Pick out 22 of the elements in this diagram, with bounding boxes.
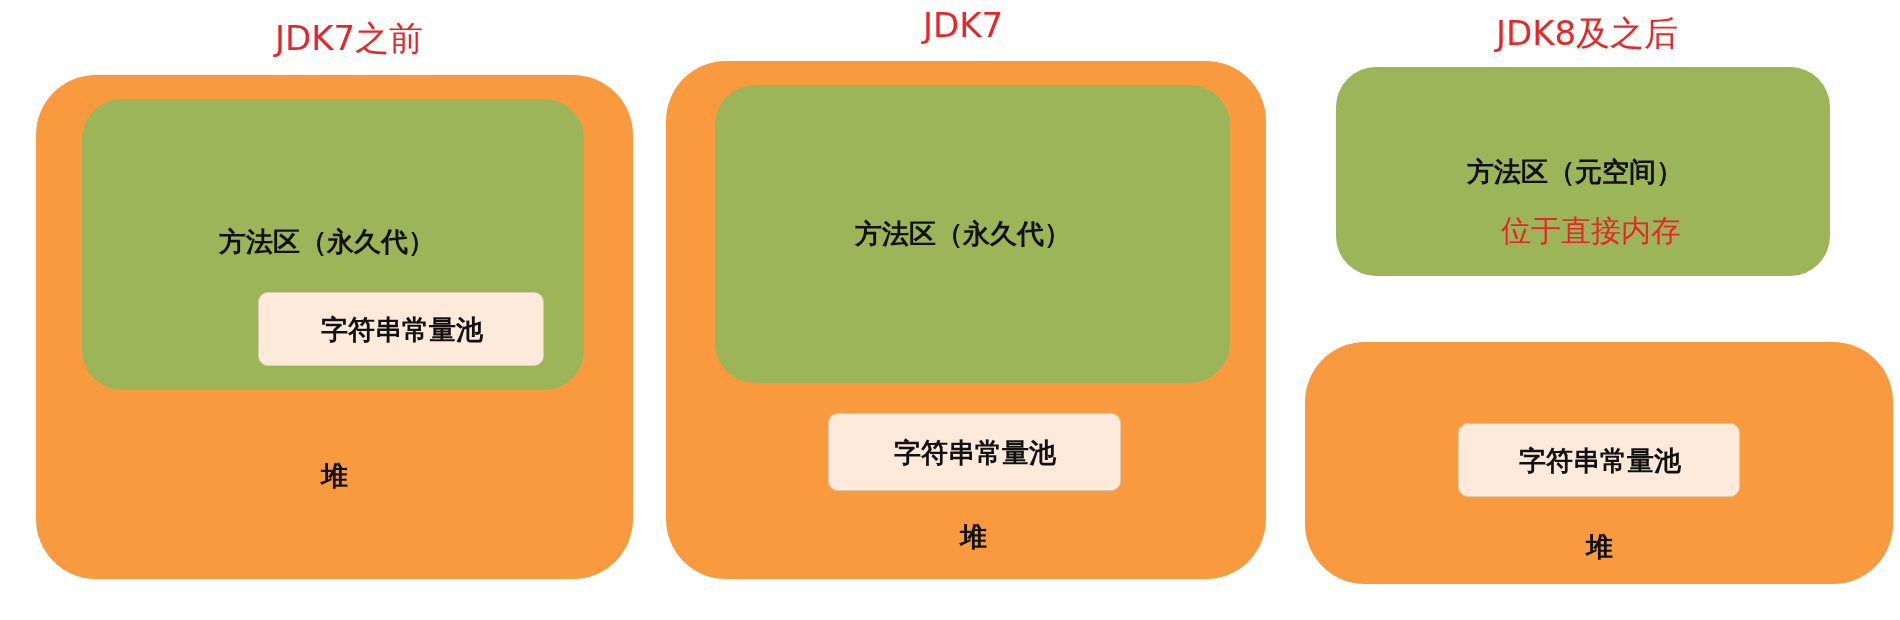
heap-box xyxy=(1305,342,1893,584)
area-name: 堆 xyxy=(959,520,987,554)
string-pool-box xyxy=(1458,423,1740,497)
string-pool-box xyxy=(828,413,1121,491)
area-name: 堆 xyxy=(1585,530,1613,564)
panel-heading: JDK7 xyxy=(922,5,1004,45)
area-name: 方法区（元空间） xyxy=(1467,155,1683,189)
area-name: 堆 xyxy=(320,459,348,493)
heap-box xyxy=(36,75,633,579)
string-pool-box xyxy=(258,292,544,366)
panel-heading: JDK7之前 xyxy=(274,17,424,60)
heap-box xyxy=(666,61,1266,579)
location-note: 位于直接内存 xyxy=(1501,211,1681,250)
area-name: 字符串常量池 xyxy=(321,313,483,347)
area-name: 方法区（永久代） xyxy=(855,217,1071,251)
method-area-box xyxy=(1336,67,1830,276)
method-area-box xyxy=(82,99,584,390)
method-area-box xyxy=(715,85,1230,383)
area-name: 字符串常量池 xyxy=(1519,444,1681,478)
panel-heading: JDK8及之后 xyxy=(1495,12,1679,55)
area-name: 字符串常量池 xyxy=(894,436,1056,470)
area-name: 方法区（永久代） xyxy=(219,225,435,259)
